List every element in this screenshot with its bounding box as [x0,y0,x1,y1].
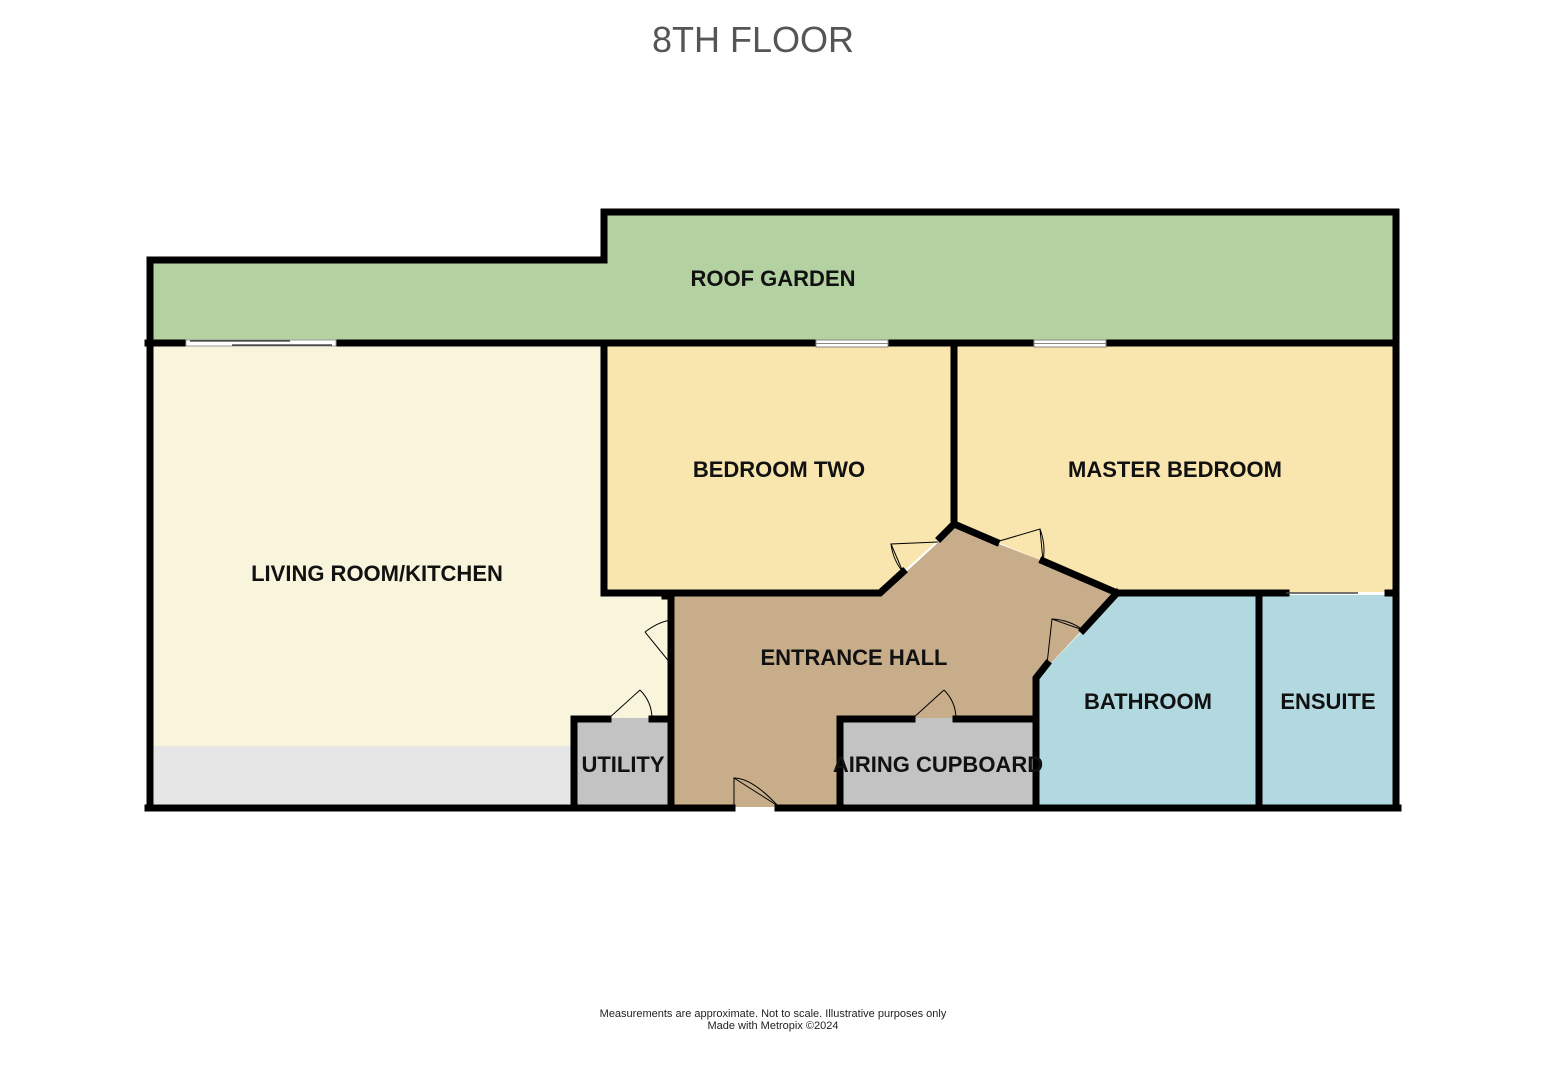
bathroom-area [1037,595,1258,807]
ensuite-label: ENSUITE [1280,689,1375,714]
walls [144,208,1402,812]
bedroom-two-label: BEDROOM TWO [693,457,865,482]
airing-cupboard-label: AIRING CUPBOARD [833,752,1043,777]
doors [607,528,1084,808]
bathroom-label: BATHROOM [1084,689,1212,714]
master-bedroom-wall [949,519,1001,547]
roof-garden-area [150,212,1396,342]
ensuite-area [1261,595,1394,807]
bathroom-north-angled-wall [1078,588,1122,635]
bedroom-two-area [604,342,953,593]
bathroom-west-wall [1032,659,1052,812]
roof-garden-wall [146,208,1400,346]
utility-label: UTILITY [581,752,664,777]
room-labels: 8TH FLOOR ROOF GARDEN LIVING ROOM/KITCHE… [251,19,1376,1032]
kitchen-counter-area [154,746,574,804]
airing-cupboard-wall [836,715,916,812]
bathroom-door-swing [1046,618,1084,665]
master-bedroom-area [956,342,1394,592]
utility-wall [570,715,612,812]
windows [185,339,1358,594]
entrance-hall-label: ENTRANCE HALL [761,645,948,670]
bedroom-two-door-swing [890,541,939,573]
bedroom-two-south-wall [600,567,908,597]
master-bedroom-door-swing [995,528,1045,562]
floor-title: 8TH FLOOR [652,19,854,60]
credit-text: Made with Metropix ©2024 [707,1020,838,1032]
airing-cupboard-door-swing [911,689,957,720]
living-room-kitchen-label: LIVING ROOM/KITCHEN [251,561,503,586]
room-fills [150,212,1396,808]
roof-garden-label: ROOF GARDEN [691,266,856,291]
disclaimer-text: Measurements are approximate. Not to sca… [600,1008,947,1020]
living-room-door-swing [644,619,672,665]
entrance-door-arc [733,777,779,807]
airing-cupboard-area [840,718,1036,807]
utility-area [574,718,670,807]
patio-door [185,339,337,347]
utility-door-swing [607,689,653,720]
master-bedroom-label: MASTER BEDROOM [1068,457,1282,482]
